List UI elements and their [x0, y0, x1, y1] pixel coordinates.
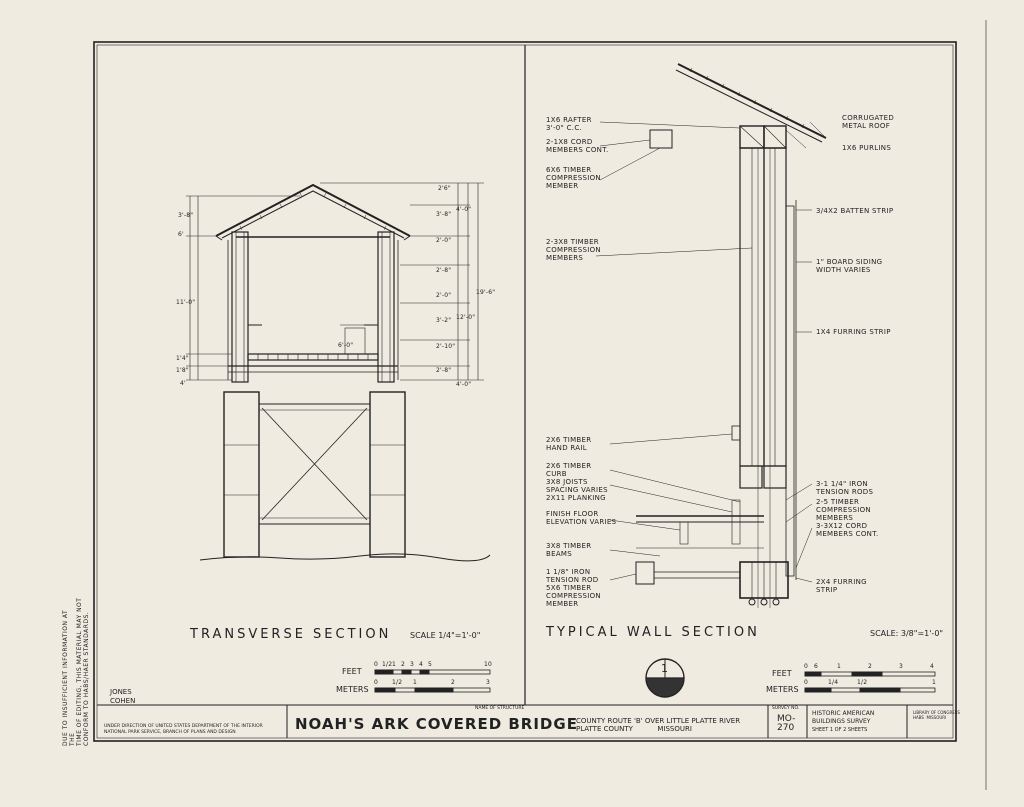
label-cord-members-cont: 3-3x12 CORD MEMBERS CONT. — [816, 522, 879, 538]
habs-name: HISTORIC AMERICAN BUILDINGS SURVEY — [812, 710, 875, 725]
dim-left-5: 4' — [180, 380, 186, 387]
label-board-siding: 1" BOARD SIDING WIDTH VARIES — [816, 258, 883, 274]
dim-left-3: 1'4" — [176, 355, 189, 362]
left-feet-tick-3: 2 — [401, 661, 406, 668]
dim-right-6: 2'-10" — [436, 343, 456, 350]
label-compression-members: 2-3x8 TIMBER COMPRESSION MEMBERS — [546, 238, 601, 262]
dim-right-2: 2'-0" — [436, 237, 452, 244]
label-batten-strip: 3/4x2 BATTEN STRIP — [816, 207, 894, 215]
label-finish-floor: FINISH FLOOR ELEVATION VARIES — [546, 510, 617, 526]
right-feet-tick-1: 6 — [814, 663, 819, 670]
right-feet-tick-2: 1 — [837, 663, 842, 670]
dim-right-1: 3'-8" — [436, 211, 452, 218]
right-feet-tick-0: 0 — [804, 663, 809, 670]
left-meters-tick-1: 1/2 — [392, 679, 403, 686]
label-iron-tension-rods: 3-1 1/4" IRON TENSION RODS — [816, 480, 874, 496]
left-feet-tick-0: 0 — [374, 661, 379, 668]
dim-left-4: 1'8" — [176, 367, 189, 374]
left-feet-tick-5: 4 — [419, 661, 424, 668]
left-meters-tick-3: 2 — [451, 679, 456, 686]
agency-text: UNDER DIRECTION OF UNITED STATES DEPARTM… — [104, 724, 263, 735]
survey-number: MO- 270 — [777, 714, 796, 733]
label-compression-member: 6x6 TIMBER COMPRESSION MEMBER — [546, 166, 601, 190]
label-cord-members: 2-1x8 CORD MEMBERS CONT. — [546, 138, 609, 154]
left-meters-label: METERS — [336, 685, 369, 694]
right-feet-tick-3: 2 — [868, 663, 873, 670]
left-meters-tick-4: 3 — [486, 679, 491, 686]
right-meters-tick-1: 1/4 — [828, 679, 839, 686]
right-meters-tick-3: 1 — [932, 679, 937, 686]
survey-caption: SURVEY NO. — [772, 706, 800, 711]
side-note-line-2: TIME OF EDITING, THIS MATERIAL MAY NOT — [76, 597, 83, 746]
dim-right-7: 2'-8" — [436, 367, 452, 374]
dim-right-5: 3'-2" — [436, 317, 452, 324]
wall-section-title: TYPICAL WALL SECTION — [546, 625, 760, 640]
left-feet-tick-6: 5 — [428, 661, 433, 668]
left-feet-tick-1: 1/2 — [382, 661, 393, 668]
wall-section — [595, 63, 827, 698]
left-feet-tick-4: 3 — [410, 661, 415, 668]
location-text: COUNTY ROUTE 'B' OVER LITTLE PLATTE RIVE… — [576, 717, 741, 733]
label-timber-compression: 2-5 TIMBER COMPRESSION MEMBERS — [816, 498, 871, 522]
dim-right-9: 12'-0" — [456, 314, 476, 321]
wall-section-scale: SCALE: 3/8"=1'-0" — [870, 629, 944, 638]
left-feet-tick-2: 1 — [392, 661, 397, 668]
right-feet-label: FEET — [772, 669, 792, 678]
side-disclaimer: DUE TO INSUFFICIENT INFORMATION AT THE T… — [62, 596, 102, 746]
dim-right-11: 4'-0" — [456, 381, 472, 388]
label-joists: 3x8 JOISTS SPACING VARIES 2x11 PLANKING — [546, 478, 608, 502]
outer-border — [93, 41, 957, 742]
right-meters-label: METERS — [766, 685, 799, 694]
right-feet-tick-4: 3 — [899, 663, 904, 670]
label-beams: 3x8 TIMBER BEAMS — [546, 542, 592, 558]
sheet-number: SHEET 1 OF 2 SHEETS — [812, 727, 868, 733]
name-caption: NAME OF STRUCTURE — [475, 706, 525, 711]
left-feet-tick-7: 10 — [484, 661, 493, 668]
transverse-section — [186, 182, 491, 562]
dim-left-2: 11'-0" — [176, 299, 196, 306]
label-curb: 2x6 TIMBER CURB — [546, 462, 592, 478]
scale-bars — [374, 669, 936, 693]
dim-right-0: 2'6" — [438, 185, 451, 192]
dim-left-1: 3'-8" — [178, 212, 194, 219]
label-purlins: 1x6 PURLINS — [842, 144, 892, 152]
label-corrugated-roof: CORRUGATED METAL ROOF — [842, 114, 895, 130]
delineator: JONES COHEN — [110, 688, 136, 705]
structure-name: NOAH'S ARK COVERED BRIDGE — [295, 715, 578, 733]
transverse-scale: SCALE 1/4"=1'-0" — [410, 631, 481, 640]
dim-center: 6'-0" — [338, 342, 354, 349]
side-note-line-1: DUE TO INSUFFICIENT INFORMATION AT THE — [62, 609, 76, 746]
right-feet-tick-5: 4 — [930, 663, 935, 670]
label-rafter: 1x6 RAFTER 3'-0" C.C. — [546, 116, 592, 132]
right-meters-tick-2: 1/2 — [857, 679, 868, 686]
dim-right-4: 2'-0" — [436, 292, 452, 299]
dim-left-0: 6' — [178, 231, 184, 238]
left-meters-tick-2: 1 — [413, 679, 418, 686]
left-feet-label: FEET — [342, 667, 362, 676]
dim-right-8: 4'-0" — [456, 206, 472, 213]
label-tension-rod: 1 1/8" IRON TENSION ROD 5x6 TIMBER COMPR… — [546, 568, 601, 608]
dim-right-10: 19'-6" — [476, 289, 496, 296]
library-note: LIBRARY OF CONGRESS HABS MISSOURI — [913, 710, 960, 720]
transverse-section-title: TRANSVERSE SECTION — [190, 627, 392, 642]
side-note-line-3: CONFORM TO HABS/HAER STANDARDS. — [83, 611, 90, 746]
label-furring-strip: 1x4 FURRING STRIP — [816, 328, 891, 336]
label-furring-strip-2: 2x4 FURRING STRIP — [816, 578, 867, 594]
left-meters-tick-0: 0 — [374, 679, 379, 686]
right-meters-tick-0: 0 — [804, 679, 809, 686]
section-mark-number: 1 — [661, 662, 668, 675]
label-hand-rail: 2x6 TIMBER HAND RAIL — [546, 436, 592, 452]
dim-right-3: 2'-8" — [436, 267, 452, 274]
